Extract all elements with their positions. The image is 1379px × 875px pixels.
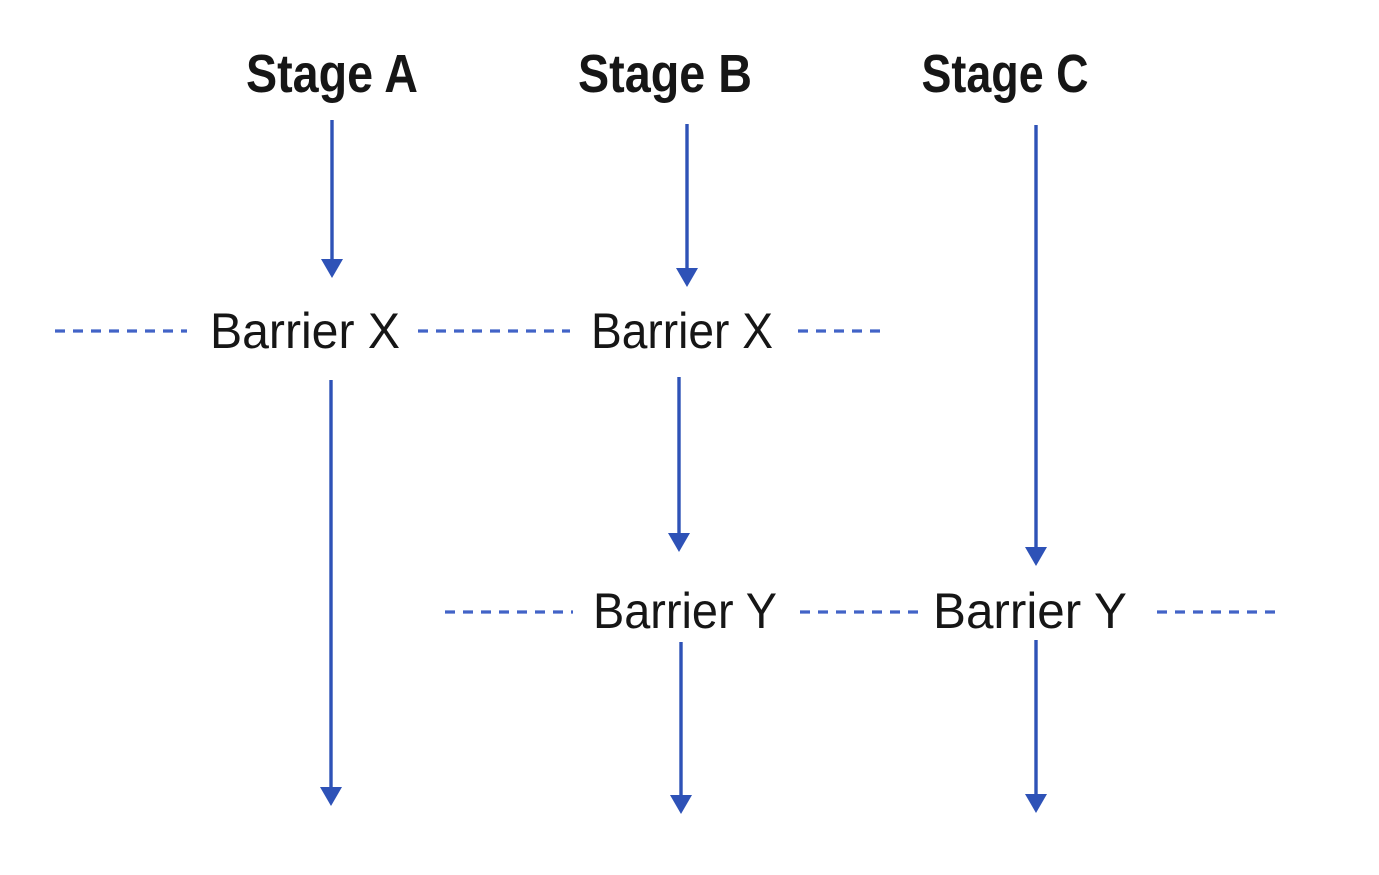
- barrier-x-label-stage-a: Barrier X: [210, 303, 400, 359]
- stage-b-arrow-middle-head arrow-down-icon: [668, 533, 690, 552]
- barrier-y-row: Barrier Y Barrier Y: [445, 583, 1277, 639]
- stage-a-title: Stage A: [246, 44, 418, 104]
- barrier-x-row: Barrier X Barrier X: [55, 303, 888, 359]
- stage-a-arrow-bottom-head arrow-down-icon: [320, 787, 342, 806]
- stage-a-flow: [320, 120, 343, 806]
- stage-c-title: Stage C: [922, 44, 1089, 104]
- stage-b-arrow-bottom-head arrow-down-icon: [670, 795, 692, 814]
- barrier-y-label-stage-b: Barrier Y: [593, 583, 777, 639]
- stage-b-flow: [668, 124, 698, 814]
- barrier-x-label-stage-b: Barrier X: [591, 303, 773, 359]
- stage-c-flow: [1025, 125, 1047, 813]
- stage-b-arrow-top-head arrow-down-icon: [676, 268, 698, 287]
- stage-titles: Stage A Stage B Stage C: [246, 44, 1089, 104]
- stage-b-title: Stage B: [578, 44, 752, 104]
- stage-c-arrow-bottom-head arrow-down-icon: [1025, 794, 1047, 813]
- barrier-y-label-stage-c: Barrier Y: [933, 583, 1127, 639]
- stage-a-arrow-top-head arrow-down-icon: [321, 259, 343, 278]
- stage-c-arrow-top-head arrow-down-icon: [1025, 547, 1047, 566]
